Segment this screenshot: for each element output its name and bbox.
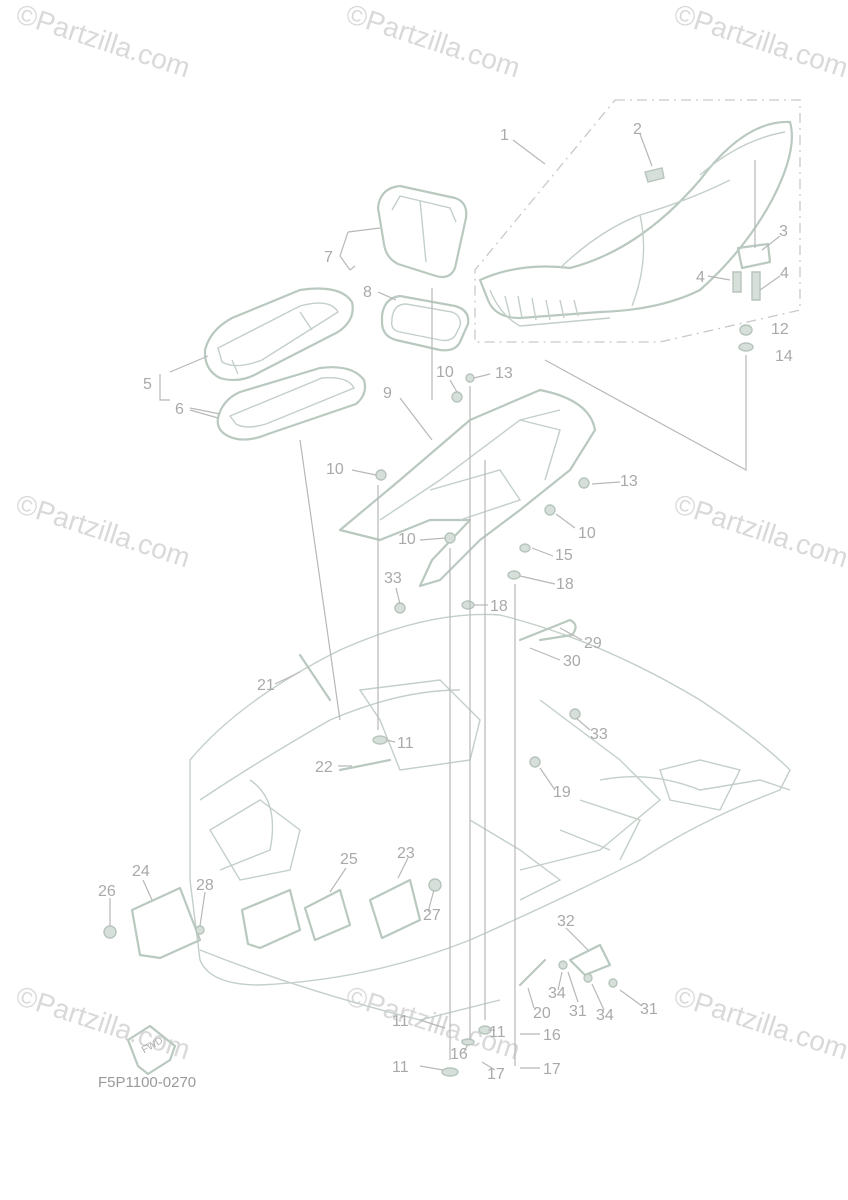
callout-5: 5 (143, 376, 152, 393)
panel-23 (368, 878, 422, 940)
diagram-code: F5P1100-0270 (98, 1074, 197, 1091)
callout-29: 29 (584, 635, 602, 652)
callout-28: 28 (196, 877, 214, 894)
callout-30: 30 (563, 653, 581, 670)
panel-25 (303, 888, 352, 942)
callout-11d: 11 (392, 1059, 409, 1076)
callout-9: 9 (383, 385, 392, 402)
callout-2: 2 (633, 121, 642, 138)
callout-18a: 18 (556, 576, 574, 593)
callout-21: 21 (257, 677, 275, 694)
callout-labels: 1 2 3 4 4 5 6 7 8 9 10 10 10 10 11 11 11… (98, 121, 793, 1083)
callout-17b: 17 (543, 1061, 561, 1078)
callout-leaders (109, 133, 781, 1071)
hatch-gasket (216, 366, 367, 441)
callout-11a: 11 (397, 735, 414, 752)
callout-34b: 34 (596, 1007, 614, 1024)
callout-31b: 31 (569, 1003, 587, 1020)
callout-13a: 13 (495, 365, 513, 382)
seat-assembly-outline (474, 99, 801, 343)
callout-8: 8 (363, 284, 372, 301)
callout-19: 19 (553, 784, 571, 801)
callout-18b: 18 (490, 598, 508, 615)
callout-33a: 33 (384, 570, 402, 587)
callout-33b: 33 (590, 726, 608, 743)
callout-15: 15 (555, 547, 573, 564)
callout-20: 20 (533, 1005, 551, 1022)
callout-10c: 10 (578, 525, 596, 542)
callout-25: 25 (340, 851, 358, 868)
callout-32: 32 (557, 913, 575, 930)
storage-gasket (380, 294, 470, 352)
callout-13b: 13 (620, 473, 638, 490)
callout-10b: 10 (326, 461, 344, 478)
fwd-arrow: FWD (126, 1024, 177, 1076)
callout-31a: 31 (640, 1001, 658, 1018)
callout-7: 7 (324, 249, 333, 266)
fasteners (103, 373, 618, 1077)
side-cover-gasket (240, 888, 302, 950)
callout-10d: 10 (398, 531, 416, 548)
callout-11c: 11 (489, 1024, 506, 1041)
callout-4b: 4 (780, 265, 789, 282)
callout-12: 12 (771, 321, 789, 338)
callout-4a: 4 (696, 269, 705, 286)
callout-16b: 16 (543, 1027, 561, 1044)
callout-14: 14 (775, 348, 793, 365)
callout-34a: 34 (548, 985, 566, 1002)
callout-26: 26 (98, 883, 116, 900)
side-cover (130, 886, 202, 960)
fwd-label: FWD (140, 1035, 165, 1056)
hull-deck (189, 613, 791, 1021)
callout-22: 22 (315, 759, 333, 776)
seat (478, 120, 793, 327)
center-cover (338, 388, 597, 588)
callout-1: 1 (500, 127, 509, 144)
callout-6: 6 (175, 401, 184, 418)
callout-24: 24 (132, 863, 150, 880)
hatch-lid (203, 287, 354, 382)
storage-box (376, 184, 468, 279)
callout-16a: 16 (450, 1046, 468, 1063)
guide-lines (189, 288, 516, 1066)
callout-17a: 17 (487, 1066, 505, 1083)
callout-10a: 10 (436, 364, 454, 381)
callout-23: 23 (397, 845, 415, 862)
callout-3: 3 (779, 223, 788, 240)
seat-bracket (544, 160, 772, 472)
callout-11b: 11 (392, 1013, 409, 1030)
callout-27: 27 (423, 907, 441, 924)
